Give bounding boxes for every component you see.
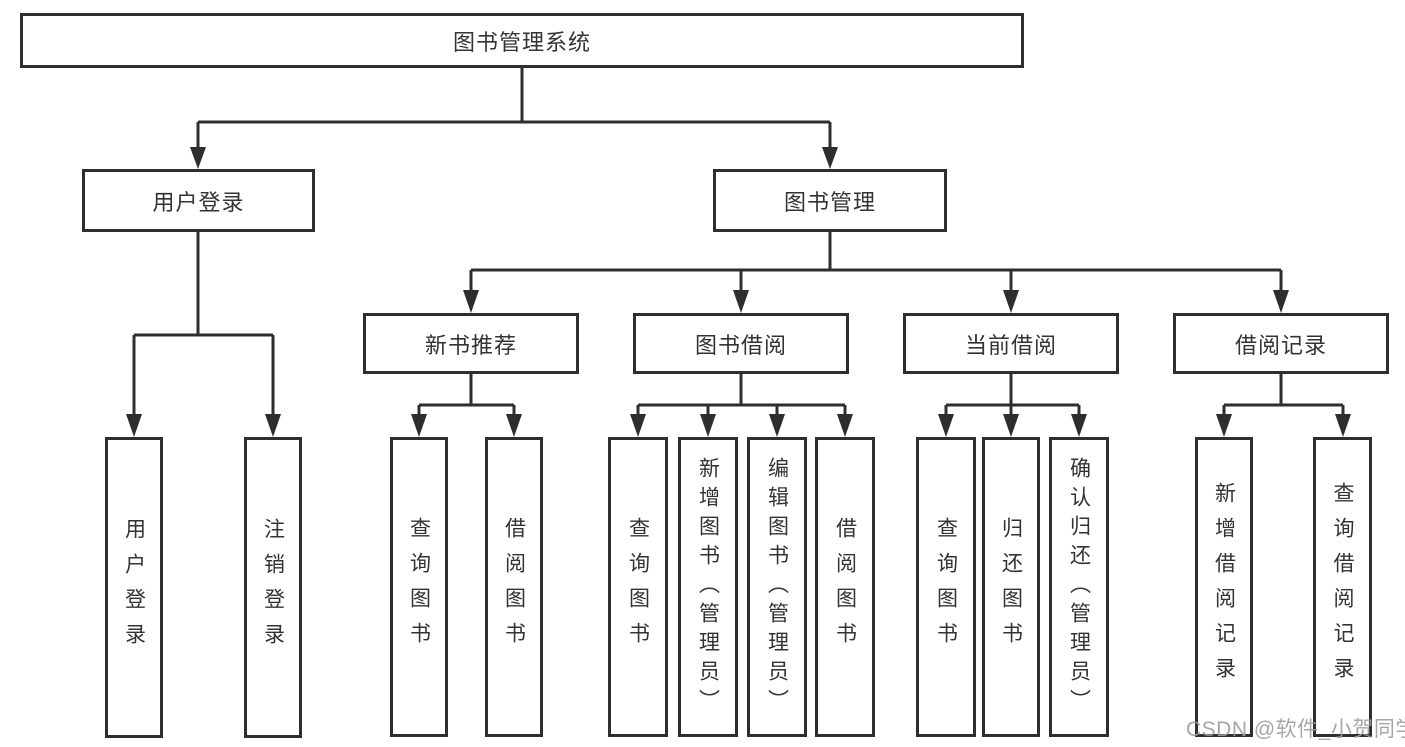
node-label: 注销登录 (261, 517, 285, 658)
leaf-query-borrow-record: 查询借阅记录 (1313, 437, 1372, 737)
node-book-management: 图书管理 (713, 169, 947, 232)
leaf-query-books-recommend: 查询图书 (390, 437, 448, 737)
node-root: 图书管理系统 (20, 13, 1024, 68)
csdn-watermark: CSDN @软件_小贺同学 (1186, 718, 1405, 741)
leaf-add-book-admin: 新增图书（管理员） (678, 437, 738, 737)
node-new-book-recommend: 新书推荐 (363, 313, 579, 374)
leaf-return-book: 归还图书 (982, 437, 1040, 737)
node-current-borrow: 当前借阅 (903, 313, 1119, 374)
node-borrow-records: 借阅记录 (1173, 313, 1389, 374)
leaf-add-borrow-record: 新增借阅记录 (1195, 437, 1253, 737)
leaf-borrow-books-borrow: 借阅图书 (815, 437, 875, 737)
node-label: 当前借阅 (964, 332, 1057, 358)
node-label: 归还图书 (999, 517, 1023, 657)
node-label: 图书管理 (783, 189, 876, 215)
leaf-query-books-current: 查询图书 (916, 437, 976, 737)
leaf-borrow-books-recommend: 借阅图书 (485, 437, 543, 737)
node-label: 查询借阅记录 (1331, 482, 1354, 692)
node-label: 查询图书 (407, 517, 431, 657)
node-label: 新增借阅记录 (1212, 482, 1236, 692)
leaf-edit-book-admin: 编辑图书（管理员） (747, 437, 807, 737)
node-label: 图书借阅 (694, 332, 787, 358)
node-label: 借阅图书 (502, 517, 526, 657)
node-label: 图书管理系统 (452, 29, 591, 55)
leaf-logout-login: 注销登录 (244, 437, 302, 738)
leaf-query-books-borrow: 查询图书 (608, 437, 668, 737)
node-label: 借阅图书 (833, 517, 857, 657)
node-book-borrow: 图书借阅 (633, 313, 849, 374)
node-label: 查询图书 (934, 517, 958, 657)
node-label: 编辑图书（管理员） (765, 456, 789, 718)
node-label: 新增图书（管理员） (696, 456, 720, 718)
node-label: 用户登录 (152, 189, 245, 215)
leaf-user-login: 用户登录 (105, 437, 163, 738)
arrowheads (126, 147, 1351, 437)
node-label: 新书推荐 (424, 332, 517, 358)
node-label: 确认归还（管理员） (1067, 456, 1091, 718)
leaf-confirm-return-admin: 确认归还（管理员） (1049, 437, 1109, 737)
node-label: 借阅记录 (1234, 332, 1327, 358)
node-label: 查询图书 (626, 517, 650, 657)
node-user-login: 用户登录 (82, 169, 315, 232)
node-label: 用户登录 (122, 517, 146, 658)
